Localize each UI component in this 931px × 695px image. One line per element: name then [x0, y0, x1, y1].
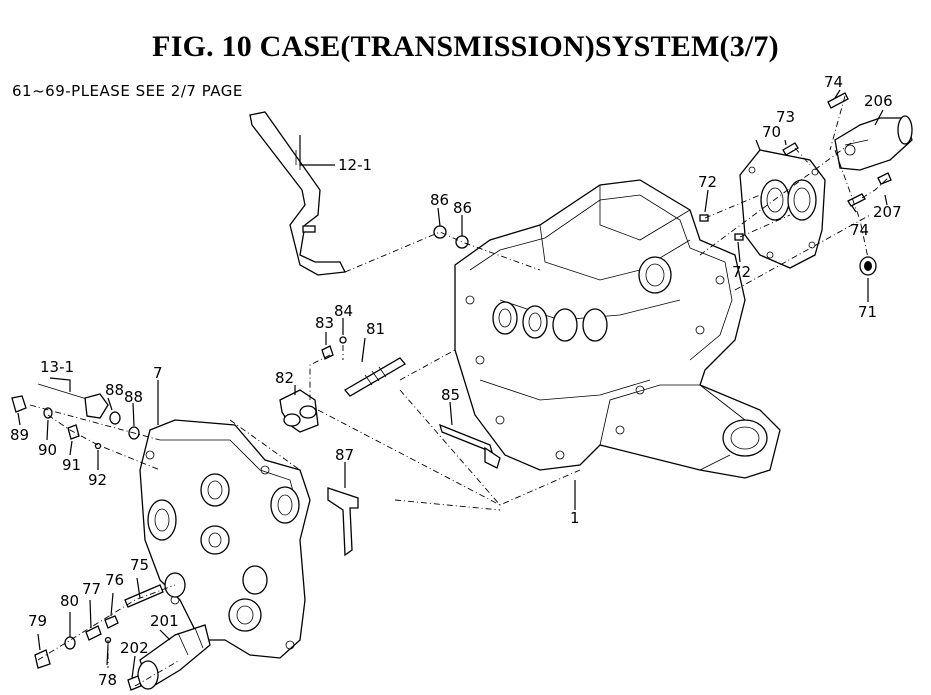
relief-valve-parts-75-80 [34, 572, 186, 691]
label-part-207: 207 [873, 203, 902, 221]
label-part-7: 7 [153, 364, 163, 382]
label-part-74-upper: 74 [824, 73, 843, 91]
label-part-86-left: 86 [430, 191, 449, 209]
label-part-87: 87 [335, 446, 354, 464]
washers-86-part [433, 225, 469, 249]
label-part-13-1: 13-1 [40, 358, 74, 376]
shift-shaft-81-part [344, 357, 406, 397]
reference-note: 61~69-PLEASE SEE 2/7 PAGE [12, 82, 243, 100]
transmission-case-part [454, 179, 781, 479]
label-part-78: 78 [98, 671, 117, 689]
seal-71-part [859, 256, 877, 276]
label-part-75: 75 [130, 556, 149, 574]
label-part-1: 1 [570, 509, 580, 527]
label-part-206: 206 [864, 92, 893, 110]
shift-lever-part [249, 111, 346, 276]
label-part-81: 81 [366, 320, 385, 338]
label-part-72-upper: 72 [698, 173, 717, 191]
label-part-73: 73 [776, 108, 795, 126]
small-parts-88-92 [11, 395, 140, 450]
label-part-88-right: 88 [124, 388, 143, 406]
label-part-76: 76 [105, 571, 124, 589]
label-part-71: 71 [858, 303, 877, 321]
label-part-201: 201 [150, 612, 179, 630]
label-part-86-right: 86 [453, 199, 472, 217]
label-part-74-lower: 74 [850, 221, 869, 239]
oil-filter-201-part [137, 624, 211, 690]
pipe-206-part [834, 115, 913, 171]
label-part-91: 91 [62, 456, 81, 474]
callout-leaders [17, 89, 888, 679]
label-part-77: 77 [82, 580, 101, 598]
bolts-73-74-part [699, 92, 892, 241]
label-part-85: 85 [441, 386, 460, 404]
label-part-70: 70 [762, 123, 781, 141]
center-lines [29, 95, 889, 687]
label-part-80: 80 [60, 592, 79, 610]
label-part-72-lower: 72 [732, 263, 751, 281]
label-part-82: 82 [275, 369, 294, 387]
label-part-202: 202 [120, 639, 149, 657]
label-part-79: 79 [28, 612, 47, 630]
label-part-90: 90 [38, 441, 57, 459]
rear-cover-part [739, 149, 826, 269]
fork-87-part [327, 487, 359, 557]
label-part-12-1: 12-1 [338, 156, 372, 174]
label-part-89: 89 [10, 426, 29, 444]
front-cover-part [139, 419, 311, 659]
label-part-84: 84 [334, 302, 353, 320]
knob-13-1-part [37, 383, 109, 419]
label-part-88-left: 88 [105, 381, 124, 399]
figure-title: FIG. 10 CASE(TRANSMISSION)SYSTEM(3/7) [152, 30, 779, 63]
label-part-83: 83 [315, 314, 334, 332]
label-part-92: 92 [88, 471, 107, 489]
shift-fork-82-part [279, 389, 319, 433]
fork-shaft-85-part [439, 423, 501, 469]
part-numbers: 1 7 12-1 13-1 70 71 72 72 73 74 74 75 76… [10, 73, 902, 689]
spring-83-ball-84-part [321, 336, 347, 360]
